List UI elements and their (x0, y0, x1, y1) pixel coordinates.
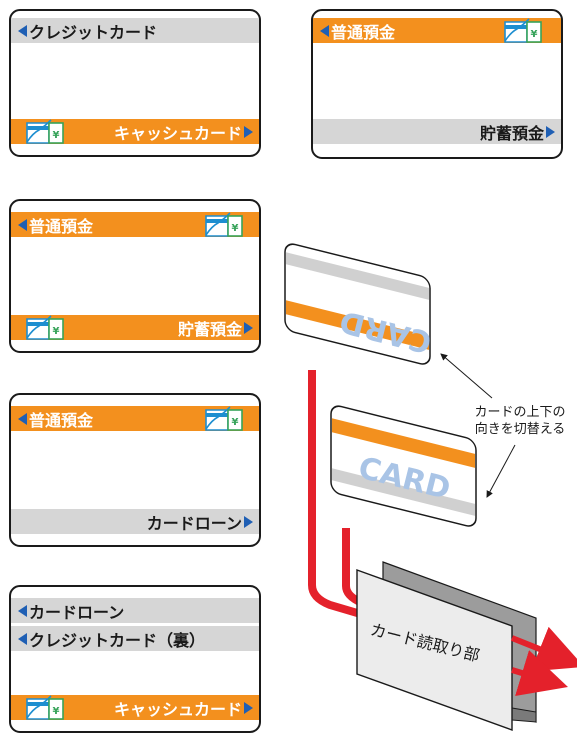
left-arrow-icon (18, 604, 27, 617)
top-label: 普通預金 (29, 410, 94, 430)
bottom-bar: 貯蓄預金 (313, 119, 561, 144)
callout-arrow-up (440, 353, 493, 399)
left-arrow-icon (18, 24, 27, 37)
panel-loan-credit-cash: カードローン クレジットカード（裏） キャッシュカード (9, 585, 261, 733)
top-label: 普通預金 (331, 22, 396, 42)
callout-line-1: カードの上下の (474, 405, 566, 420)
card-upright (330, 405, 477, 527)
bottom-label: 貯蓄預金 (479, 123, 544, 143)
top-label: クレジットカード (29, 22, 158, 42)
top-bar-2: クレジットカード（裏） (11, 626, 259, 651)
bottom-label: キャッシュカード (113, 699, 242, 719)
left-arrow-icon (18, 412, 27, 425)
card-upside-down (284, 243, 431, 365)
top-bar: 普通預金 (11, 212, 259, 237)
exit-arrow-2 (511, 650, 568, 697)
bottom-label: キャッシュカード (113, 123, 242, 143)
bottom-bar: カードローン (11, 509, 259, 534)
top-bar: 普通預金 (11, 406, 259, 431)
right-arrow-icon (244, 125, 253, 138)
right-arrow-icon (546, 125, 555, 138)
reader-front-panel (356, 569, 513, 731)
bottom-bar: キャッシュカード (11, 119, 259, 144)
top-label-1: カードローン (29, 602, 125, 622)
bottom-bar: 貯蓄預金 (11, 315, 259, 340)
top-label-2: クレジットカード（裏） (29, 630, 206, 650)
bottom-label: カードローン (146, 513, 242, 533)
right-arrow-icon (244, 515, 253, 528)
top-label: 普通預金 (29, 216, 94, 236)
insertion-path-1 (308, 370, 417, 634)
callout-arrow-down (486, 444, 516, 498)
panel-futsu-chochiku-2: 普通預金 貯蓄預金 (9, 199, 261, 353)
top-bar: クレジットカード (11, 18, 259, 43)
callout-line-2: 向きを切替える (474, 422, 566, 437)
right-arrow-icon (244, 701, 253, 714)
flip-orientation-callout: カードの上下の 向きを切替える (466, 404, 574, 438)
top-bar: 普通預金 (313, 18, 561, 43)
left-arrow-icon (320, 24, 329, 37)
panel-credit-cash: クレジットカード キャッシュカード (9, 9, 261, 157)
panel-futsu-loan: 普通預金 カードローン (9, 393, 261, 547)
right-arrow-icon (244, 321, 253, 334)
top-bar-1: カードローン (11, 598, 259, 623)
bottom-label: 貯蓄預金 (177, 319, 242, 339)
left-arrow-icon (18, 218, 27, 231)
bottom-bar: キャッシュカード (11, 695, 259, 720)
left-arrow-icon (18, 632, 27, 645)
panel-futsu-chochiku: 普通預金 貯蓄預金 (311, 9, 563, 159)
